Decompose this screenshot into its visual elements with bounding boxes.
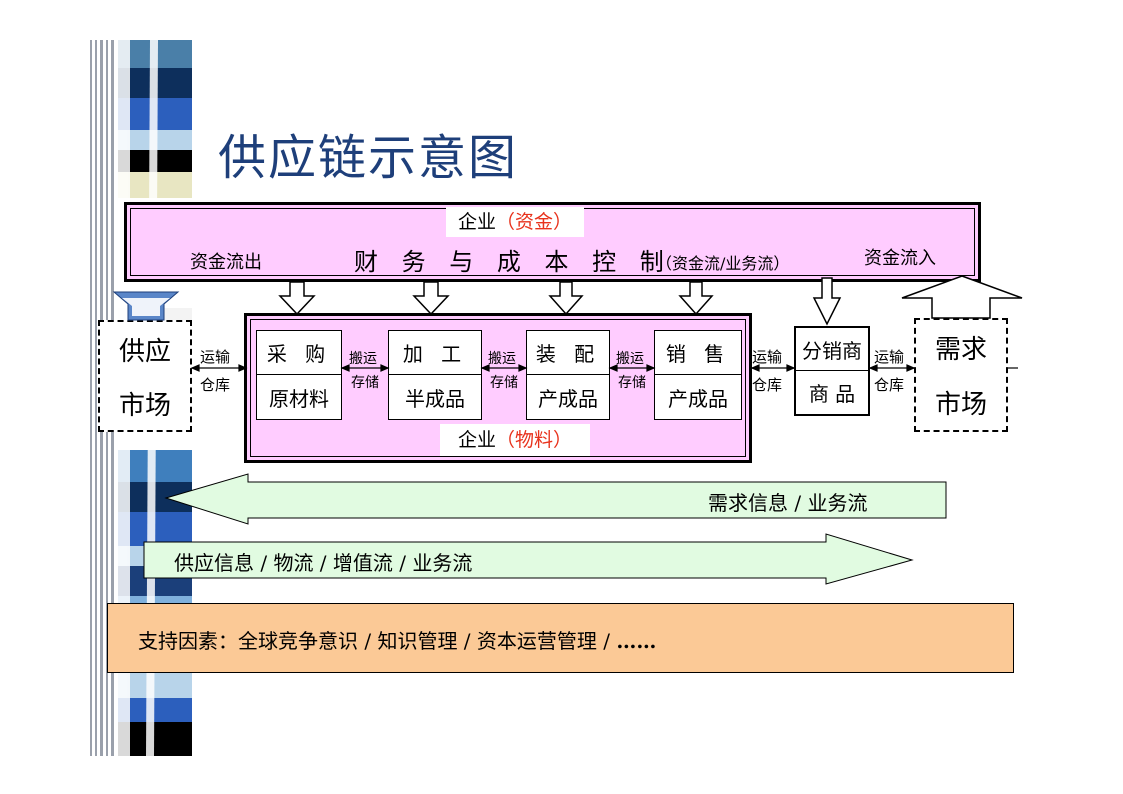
handling-label-2: 搬运: [488, 351, 516, 367]
enterprise-material-label: 企业（物料）: [440, 424, 590, 456]
support-factors-text: 支持因素：全球竞争意识 / 知识管理 / 资本运营管理 / ……: [138, 629, 657, 653]
funds-inflow-label: 资金流入: [864, 248, 936, 269]
distributor-box: 分销商 商 品: [794, 326, 870, 416]
down-arrow-assembly: [548, 281, 584, 316]
supply-market-box: 供应 市场: [98, 320, 192, 432]
process-box-processing: 加 工 半成品: [388, 330, 482, 420]
handling-label-3: 搬运: [616, 351, 644, 367]
enterprise-material-inner-border: [250, 319, 746, 457]
demand-info-arrow: [164, 473, 947, 525]
page-title: 供应链示意图: [218, 130, 519, 186]
transport-label-3: 运输: [874, 348, 905, 366]
supply-info-arrow: [143, 533, 914, 585]
finance-cost-control-label: 财 务 与 成 本 控 制: [354, 248, 672, 276]
down-arrow-sales: [678, 281, 714, 316]
process-box-sales: 销 售 产成品: [654, 330, 742, 420]
funds-outflow-label: 资金流出: [190, 252, 262, 273]
inflow-up-arrow: [901, 275, 1023, 319]
support-factors-box: [107, 603, 1014, 673]
transport-label-2: 运输: [752, 348, 783, 366]
down-arrow-processing: [412, 281, 450, 316]
storage-label-2: 仓库: [752, 376, 783, 394]
process-box-purchasing: 采 购 原材料: [256, 330, 342, 420]
storage-label-3: 仓库: [874, 376, 905, 394]
storage-label-1: 仓库: [200, 376, 231, 394]
process-box-assembly: 装 配 产成品: [526, 330, 610, 420]
demand-info-label: 需求信息 / 业务流: [708, 491, 868, 515]
down-arrow-distributor: [812, 277, 842, 326]
storage-label-h2: 存储: [490, 375, 518, 391]
demand-market-box: 需求 市场: [914, 318, 1008, 432]
storage-label-h3: 存储: [618, 375, 646, 391]
supply-info-label: 供应信息 / 物流 / 增值流 / 业务流: [174, 551, 473, 575]
down-arrow-purchasing: [278, 281, 316, 316]
enterprise-finance-label: 企业（资金）: [446, 207, 584, 237]
transport-label-1: 运输: [200, 348, 231, 366]
funds-business-flow-label: （资金流/业务流）: [656, 254, 790, 273]
storage-label-h1: 存储: [351, 375, 379, 391]
handling-label-1: 搬运: [349, 351, 377, 367]
